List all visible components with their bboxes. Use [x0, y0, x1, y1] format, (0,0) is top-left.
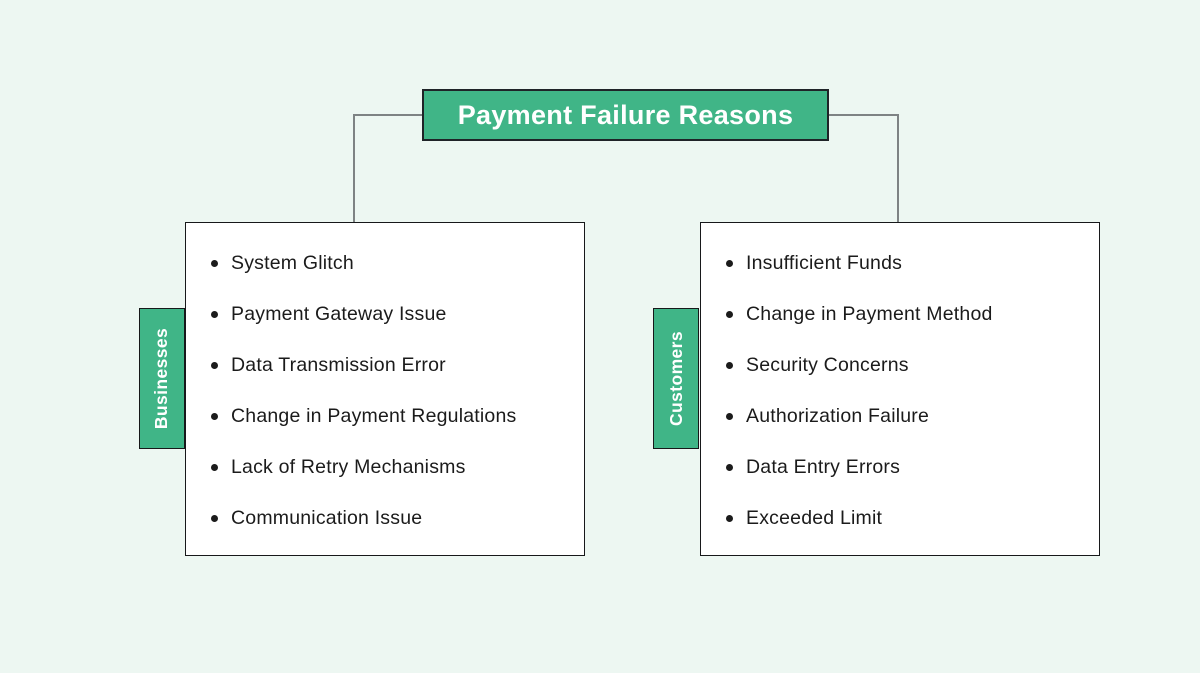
bullet-icon — [211, 362, 218, 369]
customers-list: Insufficient Funds Change in Payment Met… — [701, 223, 1099, 544]
bullet-icon — [726, 311, 733, 318]
list-item: System Glitch — [211, 238, 576, 289]
list-item-label: Payment Gateway Issue — [231, 303, 447, 325]
customers-box: Insufficient Funds Change in Payment Met… — [700, 222, 1100, 556]
bullet-icon — [211, 413, 218, 420]
businesses-label-text: Businesses — [151, 327, 172, 430]
list-item-label: Change in Payment Method — [746, 303, 993, 325]
list-item-label: Data Transmission Error — [231, 354, 446, 376]
bullet-icon — [211, 311, 218, 318]
bullet-icon — [726, 464, 733, 471]
connector-right-vertical — [897, 114, 899, 223]
list-item: Data Entry Errors — [726, 442, 1091, 493]
businesses-list: System Glitch Payment Gateway Issue Data… — [186, 223, 584, 544]
diagram-title: Payment Failure Reasons — [457, 99, 794, 130]
list-item-label: Communication Issue — [231, 507, 423, 529]
connector-right-horizontal — [829, 114, 899, 116]
diagram-title-node: Payment Failure Reasons — [422, 89, 829, 141]
list-item: Communication Issue — [211, 493, 576, 544]
list-item-label: Lack of Retry Mechanisms — [231, 456, 466, 478]
list-item: Insufficient Funds — [726, 238, 1091, 289]
list-item: Security Concerns — [726, 340, 1091, 391]
list-item: Data Transmission Error — [211, 340, 576, 391]
bullet-icon — [211, 260, 218, 267]
list-item-label: Security Concerns — [746, 354, 909, 376]
bullet-icon — [726, 260, 733, 267]
list-item: Change in Payment Regulations — [211, 391, 576, 442]
bullet-icon — [726, 413, 733, 420]
businesses-box: System Glitch Payment Gateway Issue Data… — [185, 222, 585, 556]
list-item-label: Exceeded Limit — [746, 507, 883, 529]
list-item: Lack of Retry Mechanisms — [211, 442, 576, 493]
bullet-icon — [726, 515, 733, 522]
connector-left-horizontal — [353, 114, 422, 116]
list-item-label: System Glitch — [231, 252, 354, 274]
list-item-label: Authorization Failure — [746, 405, 930, 427]
list-item-label: Data Entry Errors — [746, 456, 901, 478]
bullet-icon — [211, 464, 218, 471]
bullet-icon — [726, 362, 733, 369]
connector-left-vertical — [353, 114, 355, 223]
bullet-icon — [211, 515, 218, 522]
customers-label: Customers — [653, 308, 699, 449]
list-item: Payment Gateway Issue — [211, 289, 576, 340]
businesses-label: Businesses — [139, 308, 185, 449]
customers-label-text: Customers — [665, 330, 686, 427]
list-item-label: Change in Payment Regulations — [231, 405, 517, 427]
list-item: Authorization Failure — [726, 391, 1091, 442]
list-item: Exceeded Limit — [726, 493, 1091, 544]
list-item-label: Insufficient Funds — [746, 252, 903, 274]
list-item: Change in Payment Method — [726, 289, 1091, 340]
